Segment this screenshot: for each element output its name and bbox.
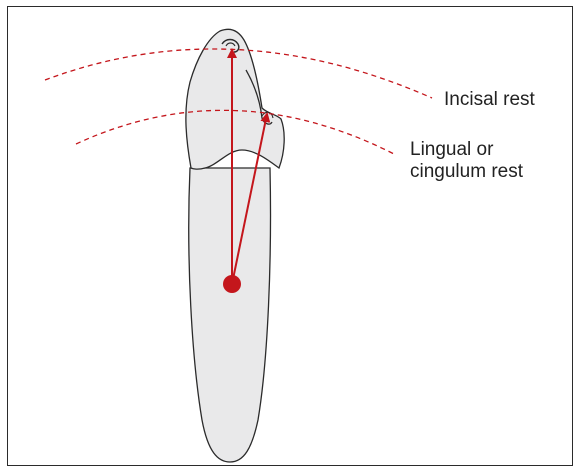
incisal-rest-label: Incisal rest <box>444 89 535 111</box>
lingual-rest-label-line2: cingulum rest <box>410 161 523 183</box>
tooth-root <box>189 168 271 462</box>
rotation-center-dot <box>223 275 241 293</box>
lingual-rest-label: Lingual or cingulum rest <box>410 139 523 183</box>
lingual-rest-label-line1: Lingual or <box>410 139 523 161</box>
tooth-crown <box>186 29 284 169</box>
